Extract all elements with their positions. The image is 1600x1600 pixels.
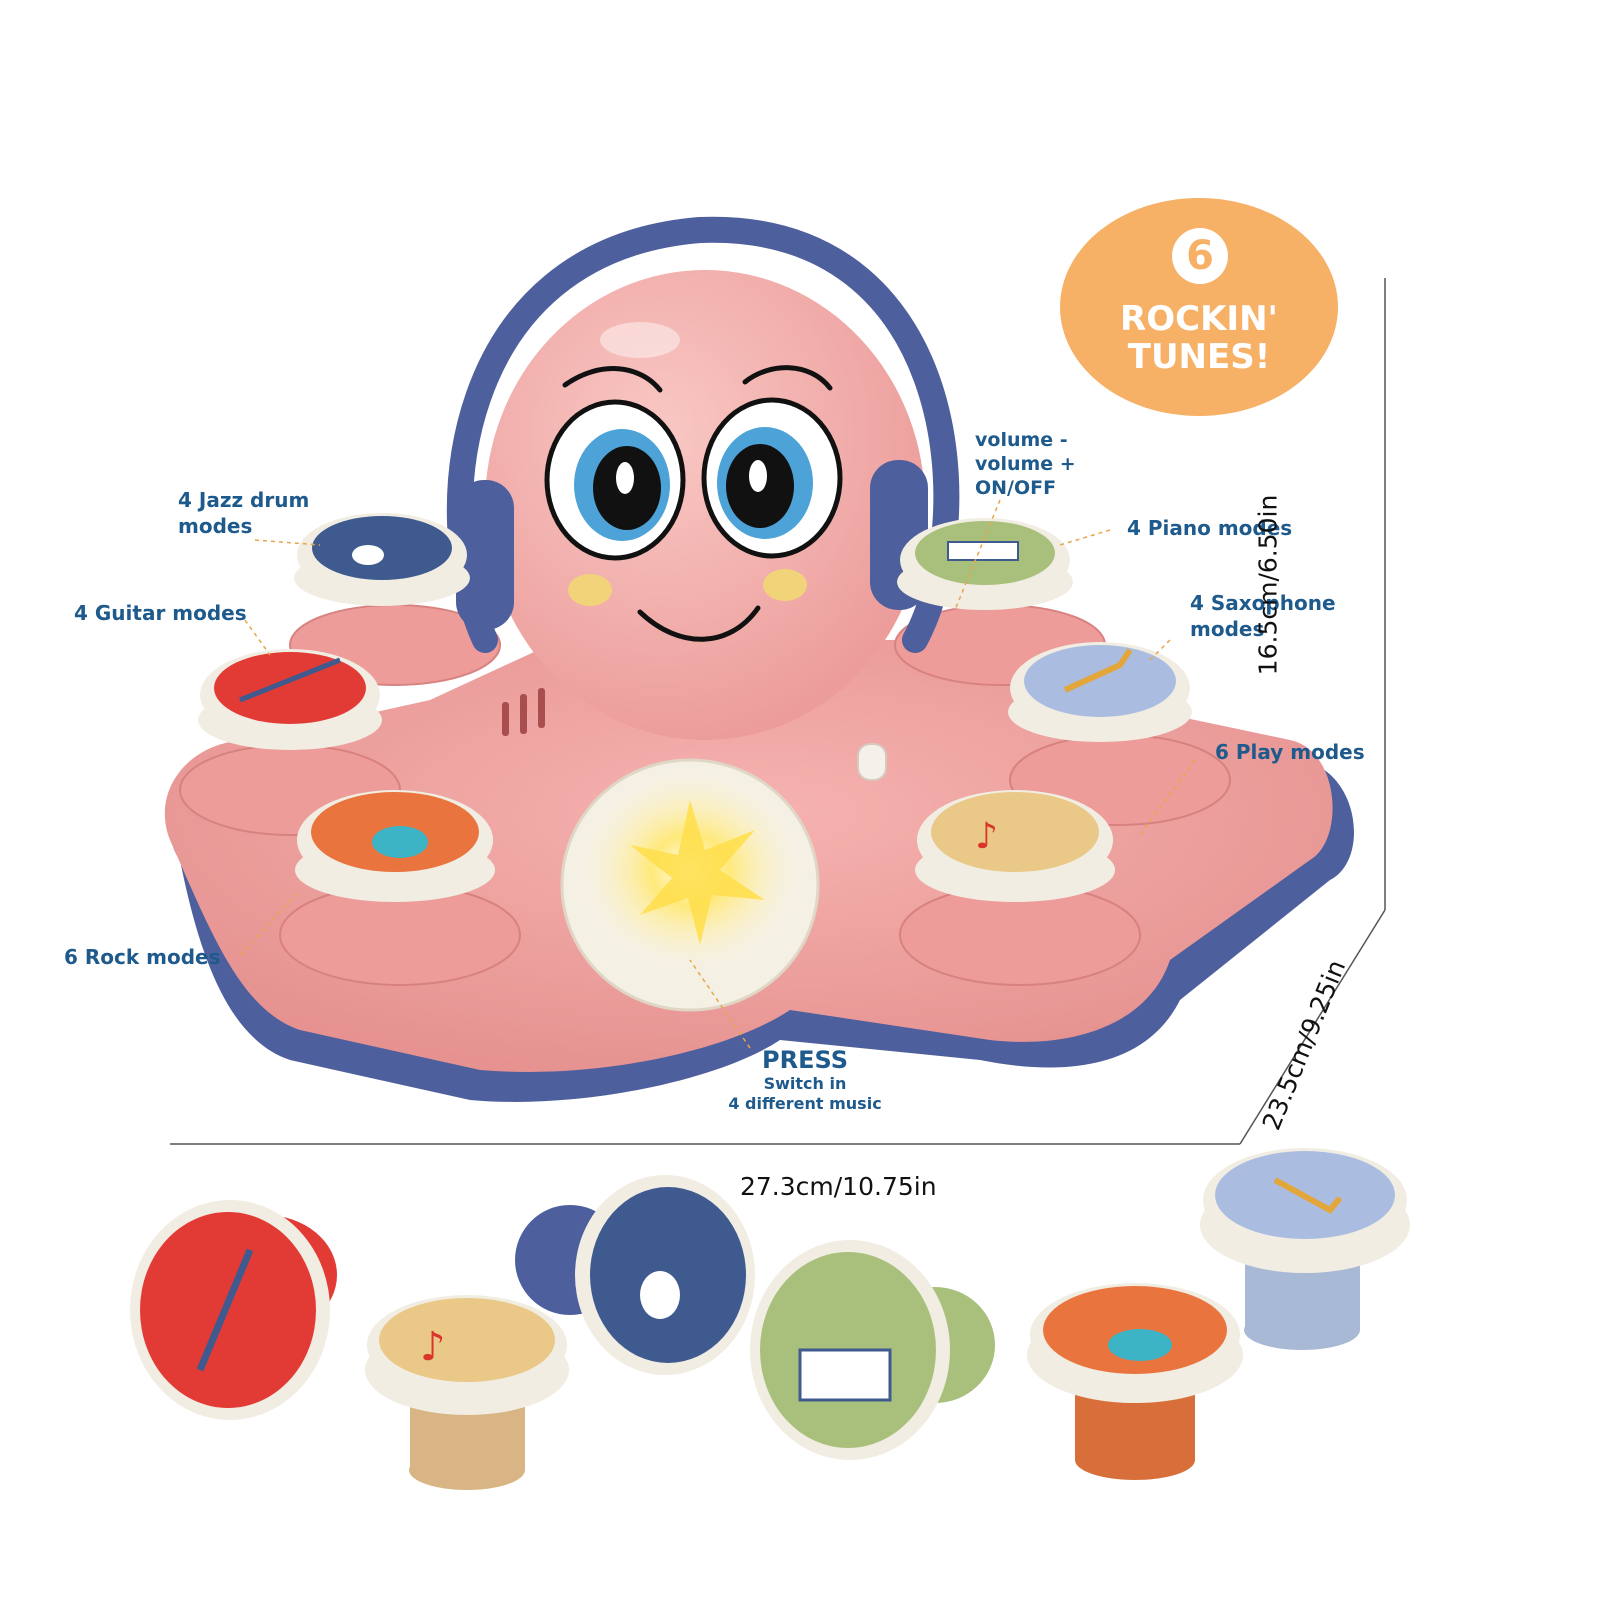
label-jazz-line-1: 4 Jazz drum xyxy=(178,488,310,512)
leader-lines xyxy=(239,499,1196,1049)
loose-drum-button xyxy=(515,1175,755,1375)
label-volume-controls: volume - volume + ON/OFF xyxy=(975,428,1076,500)
label-jazz-drum: 4 Jazz drum modes xyxy=(178,487,309,539)
badge-text: ROCKIN' TUNES! xyxy=(1060,300,1338,376)
label-rock: 6 Rock modes xyxy=(64,945,221,969)
label-press: PRESS Switch in 4 different music xyxy=(700,1046,910,1114)
label-guitar: 4 Guitar modes xyxy=(74,601,247,625)
dimension-lines xyxy=(170,278,1386,1145)
jazz-drum-button xyxy=(294,513,470,606)
loose-saxophone-button xyxy=(1200,1148,1410,1350)
label-sax-line-1: 4 Saxophone xyxy=(1190,591,1336,615)
octopus-face xyxy=(544,365,843,642)
dimension-height: 16.5cm/6.50in xyxy=(1254,495,1283,676)
svg-text:♪: ♪ xyxy=(420,1324,446,1370)
loose-rock-button xyxy=(1027,1283,1243,1480)
label-saxophone: 4 Saxophone modes xyxy=(1190,590,1336,642)
label-sax-line-2: modes xyxy=(1190,617,1265,641)
loose-guitar-button xyxy=(130,1200,337,1420)
label-jazz-line-2: modes xyxy=(178,514,253,538)
badge-line-2: TUNES! xyxy=(1127,337,1271,377)
center-light-button xyxy=(560,758,820,1012)
rock-button xyxy=(295,790,495,902)
play-button: ♪ xyxy=(915,790,1115,902)
press-title: PRESS xyxy=(762,1046,848,1074)
badge-line-1: ROCKIN' xyxy=(1120,299,1278,339)
svg-text:♪: ♪ xyxy=(975,816,998,857)
loose-play-button: ♪ xyxy=(365,1295,569,1490)
dimension-height-text: 16.5cm/6.50in xyxy=(1253,494,1283,676)
press-line-2: 4 different music xyxy=(728,1094,882,1113)
dimension-width: 27.3cm/10.75in xyxy=(740,1172,937,1201)
headphone-band xyxy=(446,216,960,653)
label-volume-plus: volume + xyxy=(975,453,1076,475)
octopus-head xyxy=(485,270,925,740)
left-earcup xyxy=(456,480,514,630)
press-line-1: Switch in xyxy=(763,1074,847,1093)
loose-piano-button xyxy=(750,1240,995,1460)
label-piano: 4 Piano modes xyxy=(1127,516,1293,540)
piano-button xyxy=(897,518,1073,610)
label-volume-minus: volume - xyxy=(975,429,1068,451)
label-on-off: ON/OFF xyxy=(975,477,1057,499)
guitar-button xyxy=(198,649,382,750)
label-play: 6 Play modes xyxy=(1215,740,1365,764)
saxophone-button xyxy=(1008,642,1192,742)
badge-number: 6 xyxy=(1172,228,1228,284)
